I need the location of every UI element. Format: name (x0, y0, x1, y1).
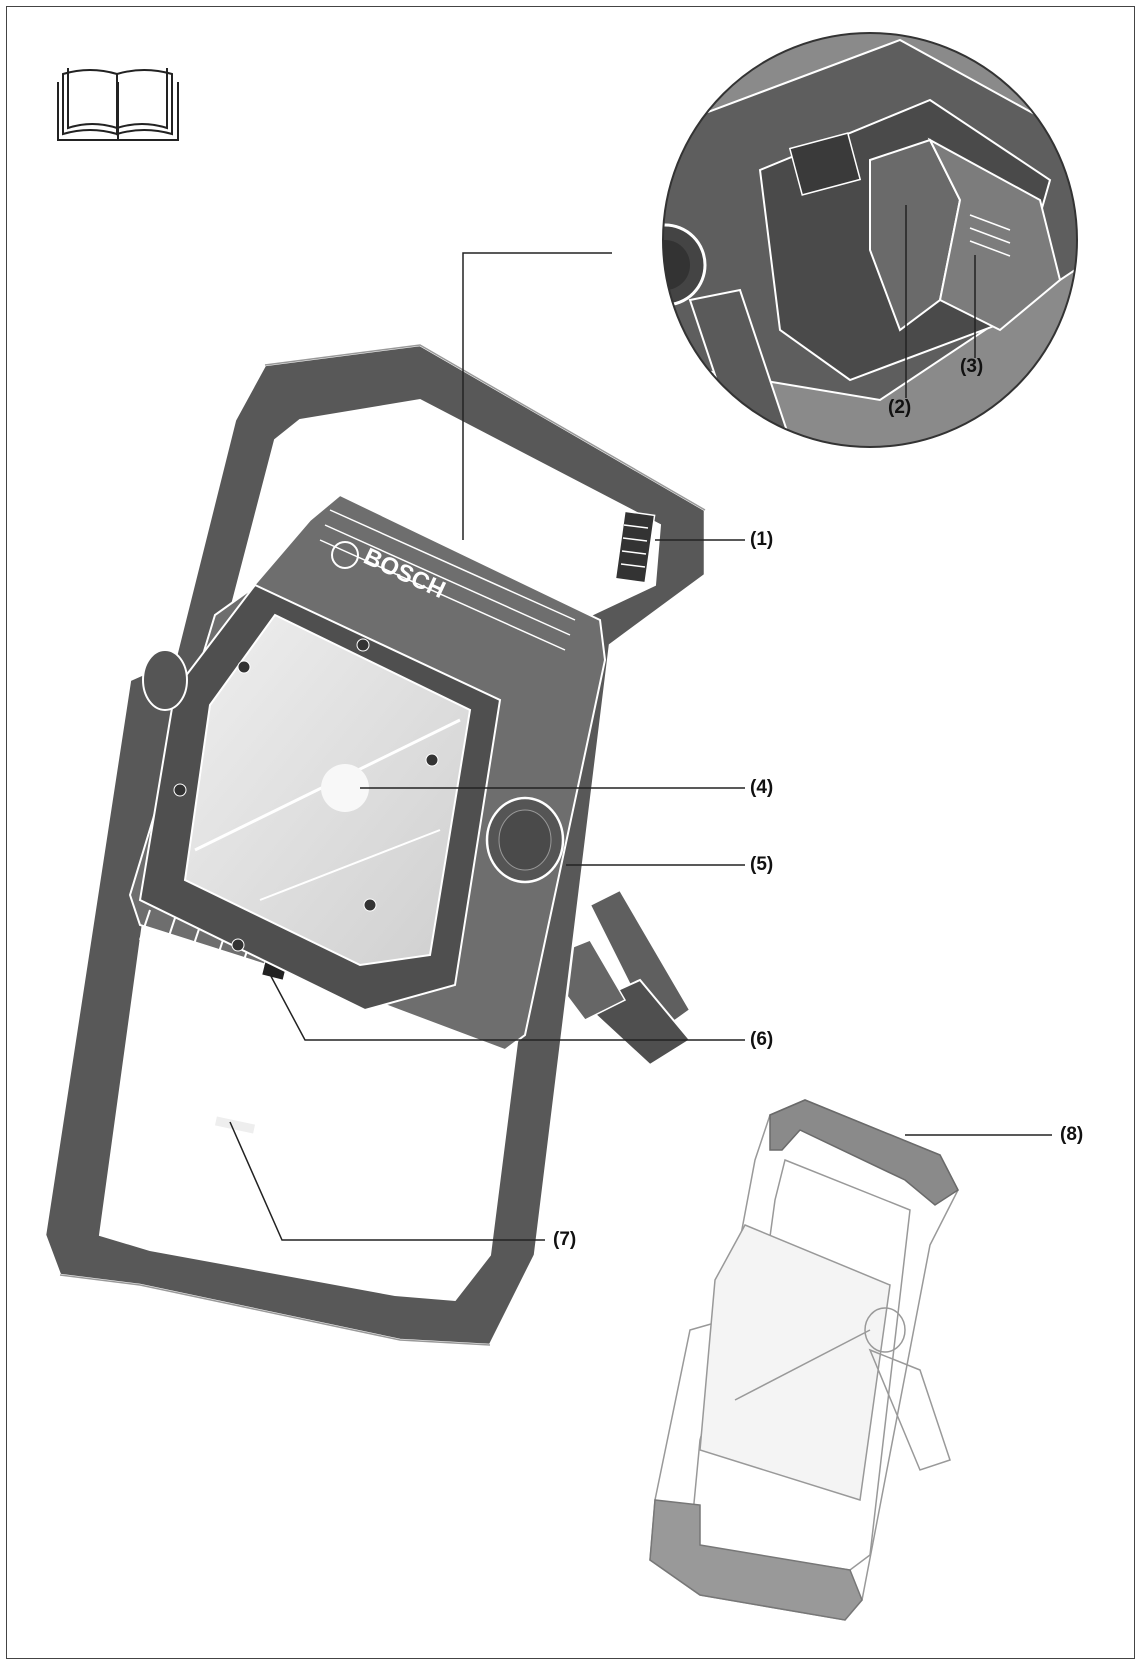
leader-7 (229, 1121, 545, 1241)
detail-inset (662, 32, 1078, 448)
inset-leader (462, 252, 612, 540)
pivot-knob (142, 649, 565, 884)
battery-pack (927, 137, 1062, 332)
callout-6: (6) (750, 1029, 774, 1050)
callout-4: (4) (750, 777, 774, 798)
callout-8: (8) (1060, 1124, 1084, 1145)
lens-bezel (138, 583, 502, 1012)
lens-center-led (321, 764, 369, 812)
callout-1: (1) (750, 529, 774, 550)
work-light-main: BOSCH (43, 343, 707, 1347)
callout-2: (2) (888, 397, 912, 418)
page-border (6, 6, 1135, 1659)
leader-6 (264, 964, 745, 1041)
leader-lines (229, 205, 1052, 1241)
carry-handle-highlight (649, 1099, 959, 1621)
open-book-icon (57, 68, 179, 141)
callout-5: (5) (750, 854, 774, 875)
on-off-switch (614, 510, 656, 584)
callout-7: (7) (553, 1229, 577, 1250)
callout-3: (3) (960, 356, 984, 377)
cooling-fins-top (319, 509, 576, 651)
